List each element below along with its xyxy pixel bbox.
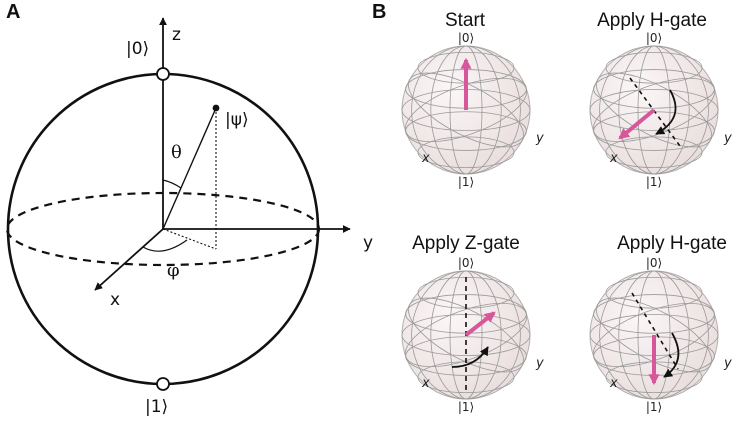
ket-top-label: |0⟩ [646,31,662,45]
ket-bottom-label: |1⟩ [458,400,474,414]
rotation-arrow [663,332,680,378]
panel-a: A z y x |0⟩ |1⟩ |ψ⟩ θ φ [5,1,373,417]
bloch-sphere-2: Apply H-gate|0⟩ |1⟩ x y [589,10,732,189]
phi-arc [142,239,188,252]
ket-top-label: |0⟩ [646,256,662,270]
ket-top-label: |0⟩ [458,256,474,270]
panel-b-label: B [372,1,386,23]
state-vector [618,108,656,140]
bloch-x-label: x [609,376,618,391]
ket-zero-label: |0⟩ [126,39,149,59]
bloch-sphere-1: Start|0⟩ |1⟩ x y [401,10,544,189]
latitude-line [589,89,719,131]
projection-horizontal [162,228,217,250]
great-circle [595,72,713,148]
ket-bottom-label: |1⟩ [458,175,474,189]
y-axis-label: y [363,233,373,253]
bloch-x-label: x [421,151,430,166]
great-circle [404,302,528,368]
bloch-sphere-4: Apply H-gate |0⟩ |1⟩ x y [589,233,732,414]
bloch-title: Start [445,10,486,31]
longitude-line [599,270,709,400]
state-vector-psi [162,107,217,230]
bloch-y-label: y [723,356,732,371]
longitude-line [411,270,521,400]
x-axis [94,228,164,291]
ket-psi-label: |ψ⟩ [225,110,249,130]
south-pole-marker [156,377,170,391]
bloch-title: Apply H-gate [597,10,707,31]
rotation-arrow [655,89,677,135]
great-circle [404,77,528,143]
z-axis-label: z [172,25,181,45]
bloch-y-label: y [535,356,544,371]
north-pole-marker [156,67,170,81]
theta-symbol: θ [171,142,182,163]
ket-one-label: |1⟩ [145,397,168,417]
great-circle [592,302,716,368]
longitude-line [411,45,521,175]
rotation-axis [631,292,679,370]
bloch-title: Apply H-gate [617,233,727,254]
bloch-y-label: y [535,131,544,146]
ket-top-label: |0⟩ [458,31,474,45]
theta-arc [162,179,182,189]
bloch-y-label: y [723,131,732,146]
bloch-x-label: x [609,151,618,166]
ket-bottom-label: |1⟩ [646,175,662,189]
great-circle [595,297,713,373]
state-vector [464,311,496,337]
phi-symbol: φ [167,260,180,281]
bloch-sphere-3: Apply Z-gate |0⟩ |1⟩ x y [401,233,544,414]
ket-bottom-label: |1⟩ [646,400,662,414]
great-circle [407,72,525,148]
bloch-title: Apply Z-gate [412,233,520,254]
bloch-x-label: x [421,376,430,391]
rotation-arrow [451,346,489,368]
panel-a-label: A [6,1,20,23]
x-axis-label: x [110,290,120,310]
great-circle [407,297,525,373]
rotation-axis [629,77,681,147]
longitude-line [599,45,709,175]
